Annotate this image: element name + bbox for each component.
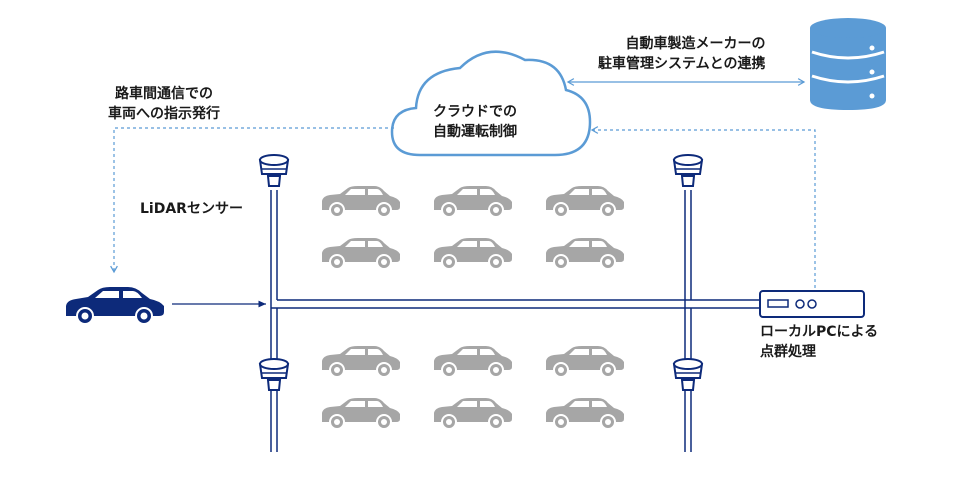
- local-pc-icon: [759, 290, 865, 318]
- cloud-label-line2: 自動運転制御: [433, 124, 517, 140]
- pc-label: ローカルPCによる 点群処理: [760, 322, 878, 362]
- car-icon: [321, 397, 401, 430]
- car-icon: [321, 185, 401, 218]
- maker-label-line1: 自動車製造メーカーの: [625, 36, 766, 52]
- lidar-sensor-icon: [673, 154, 703, 187]
- car-icon: [545, 185, 625, 218]
- v2v-label-line2: 車両への指示発行: [108, 106, 220, 122]
- pc-to-cloud-dashed-arrow: [590, 126, 816, 288]
- car-icon: [433, 397, 513, 430]
- car-icon: [545, 237, 625, 270]
- lidar-label: LiDARセンサー: [140, 201, 243, 217]
- v2v-label: 路車間通信での 車両への指示発行: [108, 84, 220, 124]
- car-icon: [66, 287, 164, 325]
- maker-label-line2: 駐車管理システムとの連携: [598, 56, 766, 72]
- network-cable: [271, 299, 760, 309]
- lidar-sensor-icon: [673, 358, 703, 391]
- car-icon: [321, 345, 401, 378]
- cloud-label: クラウドでの 自動運転制御: [420, 102, 530, 142]
- car-icon: [433, 237, 513, 270]
- sensor-poles: [270, 190, 692, 452]
- v2v-label-line1: 路車間通信での: [115, 86, 213, 102]
- lidar-sensor-icon: [259, 154, 289, 187]
- car-icon: [433, 185, 513, 218]
- car-icon: [545, 345, 625, 378]
- car-icon: [433, 345, 513, 378]
- car-icon: [545, 397, 625, 430]
- pc-label-line2: 点群処理: [760, 344, 816, 360]
- cloud-icon: [390, 50, 592, 157]
- database-icon: [810, 18, 886, 110]
- lidar-sensor-icon: [259, 358, 289, 391]
- car-icon: [321, 237, 401, 270]
- maker-label: 自動車製造メーカーの 駐車管理システムとの連携: [598, 34, 765, 74]
- pc-label-line1: ローカルPCによる: [760, 324, 879, 340]
- cloud-label-line1: クラウドでの: [433, 104, 517, 120]
